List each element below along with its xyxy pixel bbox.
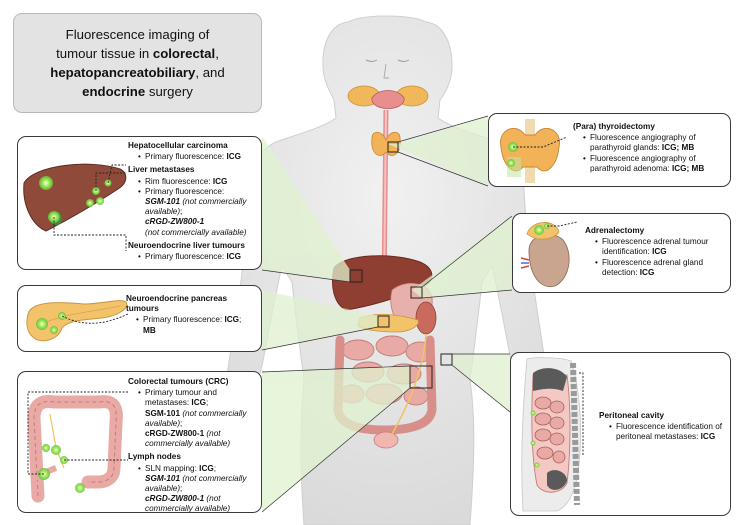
peritoneal-heading: Peritoneal cavity [599,411,665,420]
adrenal-item-1: Fluorescence adrenal tumouridentificatio… [595,237,729,257]
marker-pancreas [377,315,390,328]
crc-tumour-2 [75,483,85,493]
mets-item-1: Rim fluorescence: ICG [138,177,260,187]
marker-liver [349,269,363,283]
callout-liver [262,136,350,282]
hcc-heading: Hepatocellular carcinoma [128,141,228,150]
title-surgery: surgery [145,84,193,99]
kidney [415,301,437,335]
title-endocrine: endocrine [82,84,146,99]
liver-text: Hepatocellular carcinoma Primary fluores… [128,141,260,262]
pelvic-organs [547,470,567,490]
peritoneal-met-3 [534,462,540,468]
adrenal-heading: Adrenalectomy [585,226,645,235]
figure-title: Fluorescence imaging of tumour tissue in… [50,27,225,99]
metastasis-lesion-2 [96,197,104,205]
peritoneal-text: Peritoneal cavity Fluorescence identific… [599,411,729,443]
callout-thyroid [388,116,488,186]
body-markers [349,141,453,389]
pancreas-item: Primary fluorescence: ICG;MB [136,315,260,335]
callout-colon [262,366,410,512]
marker-peritoneal [440,353,453,366]
lymph-node-1 [51,445,61,455]
oral-cavity [371,90,405,109]
marker-colon [409,365,433,389]
net-liver-heading: Neuroendocrine liver tumours [128,240,245,250]
title-line-2: tumour tissue in [56,46,153,61]
peritoneal-item: Fluorescence identification ofperitoneal… [609,422,729,442]
thyroid-heading: (Para) thyroidectomy [573,122,655,131]
title-and: , and [195,65,225,80]
bladder [373,431,399,449]
liver-section [533,368,567,391]
net-liver-item: Primary fluorescence: ICG [138,252,260,262]
marker-adrenal [410,286,423,299]
hcc-item: Primary fluorescence: ICG [138,152,260,162]
metastasis-lesion-3 [86,199,94,207]
liver-panel: Hepatocellular carcinoma Primary fluores… [17,136,262,270]
crc-item: Primary tumour and metastases: ICG; SGM-… [138,388,260,449]
thyroid-illustration [500,119,567,183]
title-colorectal: colorectal [152,46,216,61]
adrenal-illustration [520,221,578,288]
adrenal-panel: Adrenalectomy Fluorescence adrenal tumou… [512,213,731,293]
peritoneal-met-2 [530,440,536,446]
peritoneal-illustration [521,357,584,512]
callout-wedges [262,116,512,512]
pancreas-lesion-2 [50,326,58,334]
kidney-shape [528,234,570,288]
colorectal-text: Colorectal tumours (CRC) Primary tumour … [128,377,260,512]
title-panel: Fluorescence imaging of tumour tissue in… [13,13,262,113]
colorectal-panel: Colorectal tumours (CRC) Primary tumour … [17,371,262,513]
mets-item-2: Primary fluorescence: SGM-101 (not comme… [138,187,260,238]
pancreas-duct [41,305,121,325]
peritoneal-met-1 [530,410,536,416]
metastasis-lesion-1 [39,176,53,190]
thyroid-gland [371,131,401,156]
callout-adrenal [412,216,512,298]
face-nose [383,63,389,79]
adrenal-text: Adrenalectomy Fluorescence adrenal tumou… [585,226,729,278]
thyroid-text: (Para) thyroidectomy Fluorescence angiog… [573,122,729,174]
bowel-loops-section [534,396,566,464]
parathyroid-2 [507,159,515,167]
callout-pancreas [262,290,378,350]
renal-vessels [520,257,530,269]
liver-illustration [23,163,127,251]
thyroid-panel: (Para) thyroidectomy Fluorescence angiog… [488,113,731,187]
spine [570,362,580,506]
lymph-nodes-item: SLN mapping: ICG; SGM-101 (not commercia… [138,464,260,512]
crc-heading: Colorectal tumours (CRC) [128,377,229,386]
lymph-node-3 [42,444,50,452]
callout-lines [261,115,513,513]
colon-illustration [27,391,128,503]
title-line-1: Fluorescence imaging of [65,27,210,42]
face-eyes [365,59,410,62]
peritoneal-panel: Peritoneal cavity Fluorescence identific… [510,352,731,516]
pancreas-illustration [26,300,129,342]
marker-thyroid [387,141,399,153]
mets-heading: Liver metastases [128,165,195,175]
liver-shape [23,163,127,232]
title-hpb: hepatopancreatobiliary [50,65,196,80]
callout-peritoneal [452,354,510,412]
pancreas-lesion-1 [36,318,48,330]
colon-haustra [33,401,117,497]
adrenal-lesion-1 [534,225,544,235]
lymph-nodes-heading: Lymph nodes [128,452,181,462]
